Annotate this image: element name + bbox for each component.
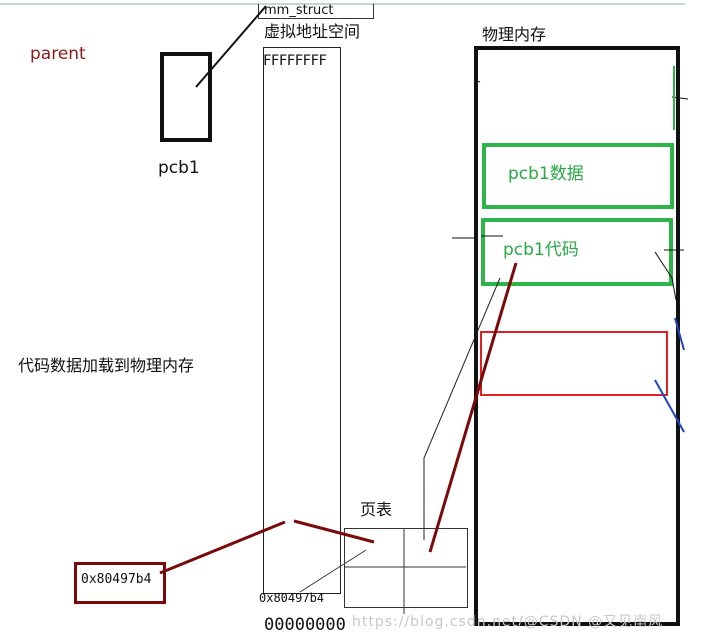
pcb1-code-region (481, 218, 673, 286)
mm-struct-label: mm_struct (264, 3, 334, 18)
vas-to-page-table-line (299, 549, 367, 593)
physical-memory-label: 物理内存 (482, 25, 547, 44)
pcb1-label: pcb1 (158, 158, 200, 178)
address-box (74, 562, 166, 604)
virtual-address-space-column (263, 47, 341, 594)
page-table-to-code-thin-line (423, 277, 501, 540)
pcb1-block (160, 52, 212, 142)
pcb1-to-mm-struct-line (195, 5, 267, 88)
tick-left-top (473, 79, 481, 83)
top-divider (0, 3, 685, 5)
right-diagonal-mark (654, 251, 677, 301)
pcb1-data-region (482, 143, 674, 209)
mm-struct-box (258, 4, 374, 19)
highlighted-memory-region (480, 331, 668, 396)
vas-to-page-table-arrow (293, 519, 375, 544)
pcb1-code-label: pcb1代码 (503, 240, 579, 260)
parent-label: parent (30, 44, 86, 64)
watermark: https://blog.csdn.net/@CSDN @又见南风 (352, 614, 664, 630)
vas-top-address-label: FFFFFFFF (263, 53, 327, 69)
vas-bottom-address-label: 00000000 (264, 615, 346, 635)
page-table-label: 页表 (360, 500, 393, 519)
pcb1-data-label: pcb1数据 (508, 164, 584, 184)
load-to-memory-note: 代码数据加载到物理内存 (18, 356, 195, 375)
address-box-to-vas-arrow (159, 520, 286, 575)
page-table-to-code-arrow (428, 262, 518, 553)
vas-code-address-label: 0x80497b4 (259, 591, 325, 605)
virtual-address-space-label: 虚拟地址空间 (264, 22, 361, 41)
blue-mark-upper (674, 317, 685, 351)
page-table (344, 528, 468, 608)
address-box-label: 0x80497b4 (81, 572, 152, 587)
blue-mark-lower (654, 379, 685, 433)
